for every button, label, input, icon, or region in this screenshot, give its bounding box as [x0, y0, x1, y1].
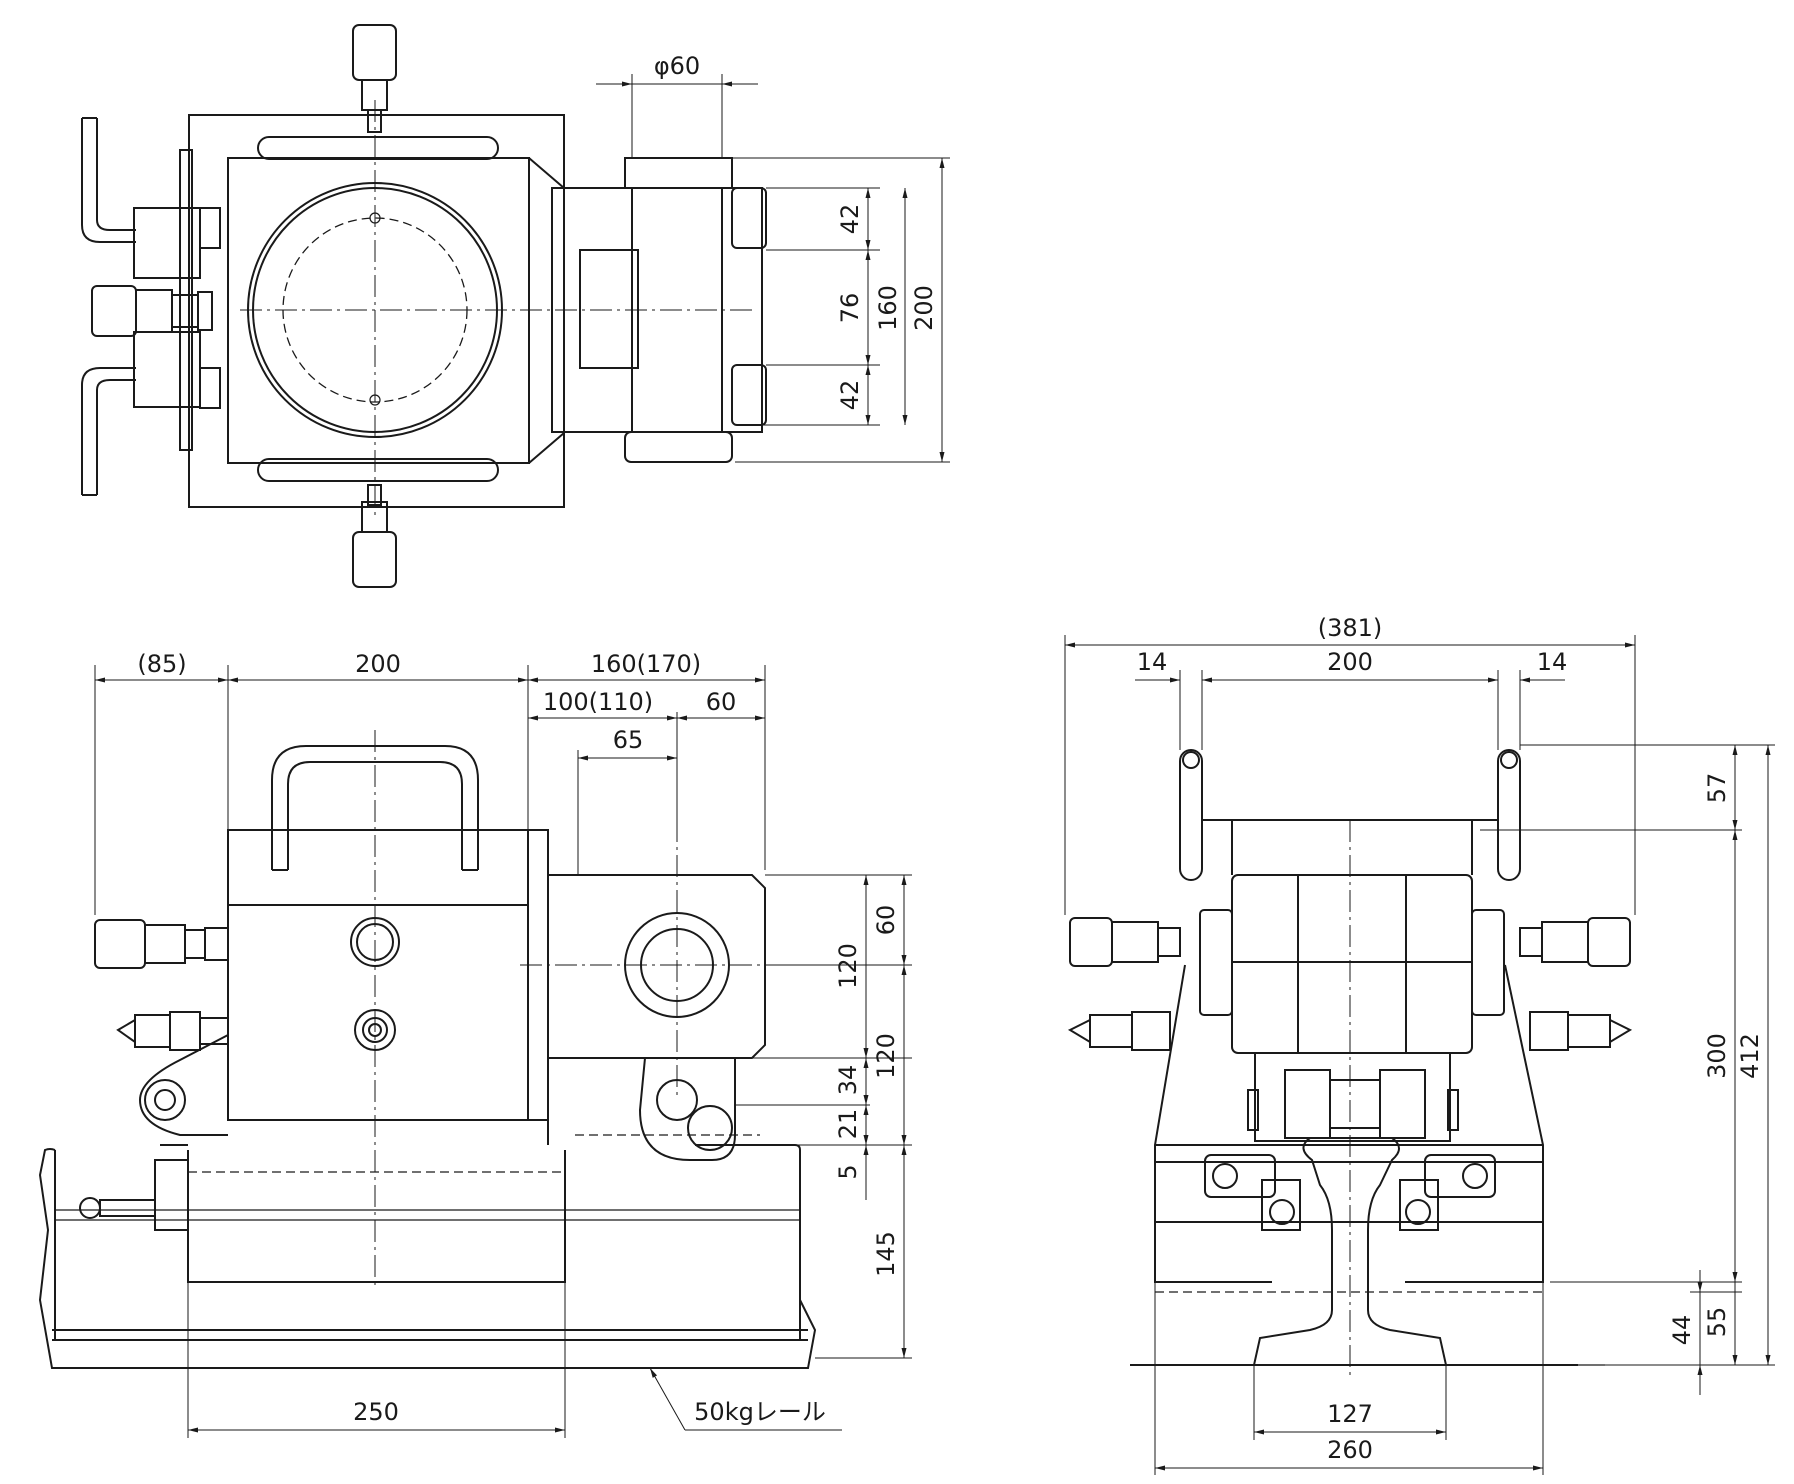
dim-300: 300 [1703, 1033, 1731, 1079]
dim-34: 34 [834, 1065, 862, 1096]
dim-60-b: 60 [872, 905, 900, 936]
dim-100-110: 100(110) [543, 688, 653, 716]
top-coupler-upper [352, 24, 397, 133]
dim-160-170: 160(170) [591, 650, 701, 678]
top-coupler-lower [352, 484, 397, 588]
dim-200-side: 200 [1327, 648, 1373, 676]
top-dimensions: φ60 42 76 42 160 200 [596, 52, 950, 463]
dim-21: 21 [834, 1109, 862, 1140]
top-body-outer [188, 114, 565, 508]
dim-42-lower: 42 [836, 380, 864, 411]
side-base-right [1405, 964, 1544, 1283]
dim-200: 200 [910, 285, 938, 331]
dim-60-front: 60 [706, 688, 737, 716]
dim-42-upper: 42 [836, 204, 864, 235]
dim-200-front: 200 [355, 650, 401, 678]
dim-120-b: 120 [872, 1033, 900, 1079]
dim-14-left: 14 [1137, 648, 1168, 676]
front-left-coupler-lower [116, 1011, 229, 1051]
dim-145: 145 [872, 1231, 900, 1277]
side-right-couplers [1519, 917, 1633, 1051]
top-left-handle [81, 117, 221, 496]
dim-120-a: 120 [834, 943, 862, 989]
front-body [227, 829, 529, 1121]
dim-phi60: φ60 [654, 52, 700, 80]
dim-250: 250 [353, 1398, 399, 1426]
side-dimensions: (381) 14 200 14 57 300 412 44 55 [1064, 614, 1775, 1475]
front-dimensions: (85) 200 160(170) 100(110) 60 65 120 60 … [94, 650, 912, 1438]
rail-outline [54, 1144, 801, 1341]
front-view: (85) 200 160(170) 100(110) 60 65 120 60 … [38, 650, 912, 1438]
front-left-coupler-upper [94, 919, 229, 969]
dim-44: 44 [1668, 1315, 1696, 1346]
side-base-left [1154, 964, 1272, 1283]
dim-57: 57 [1703, 773, 1731, 804]
top-body-inner [227, 157, 530, 464]
dim-76: 76 [836, 293, 864, 324]
dim-85: (85) [137, 650, 186, 678]
side-left-couplers [1067, 917, 1181, 1051]
side-body [1231, 874, 1473, 1054]
dim-260: 260 [1327, 1436, 1373, 1464]
top-pin-head [624, 157, 733, 189]
dim-381: (381) [1318, 614, 1383, 642]
dim-127: 127 [1327, 1400, 1373, 1428]
front-base [187, 1150, 566, 1283]
side-view: (381) 14 200 14 57 300 412 44 55 [1064, 614, 1775, 1475]
dim-14-right: 14 [1537, 648, 1568, 676]
dim-5: 5 [834, 1164, 862, 1179]
rail-label: 50kgレール [694, 1398, 826, 1426]
front-lever [638, 1057, 736, 1161]
dim-412: 412 [1736, 1033, 1764, 1079]
top-view: φ60 42 76 42 160 200 [81, 24, 950, 588]
dim-65: 65 [613, 726, 644, 754]
front-left-lever [138, 1034, 229, 1136]
front-clamp-block [547, 874, 766, 1059]
dim-55: 55 [1703, 1307, 1731, 1338]
dim-160: 160 [874, 285, 902, 331]
